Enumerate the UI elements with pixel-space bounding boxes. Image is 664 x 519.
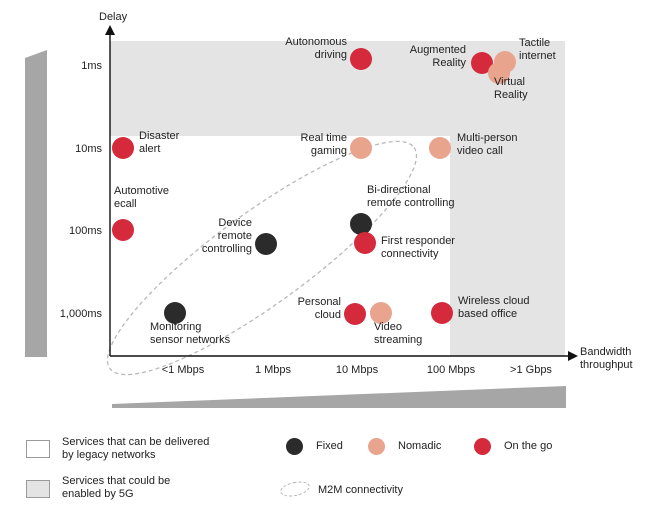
data-point [255, 233, 277, 255]
data-point [350, 48, 372, 70]
data-point [429, 137, 451, 159]
legend-m2m-ellipse [278, 479, 312, 499]
y-tick-label: 100ms [69, 225, 103, 237]
y-axis-label: Delay [99, 11, 128, 23]
x-tick-label: 100 Mbps [427, 364, 476, 376]
x-axis-label-line-2: throughput [580, 359, 633, 371]
legend-onthego-label: On the go [504, 440, 553, 452]
data-point [488, 62, 510, 84]
data-point [164, 302, 186, 324]
y-tick-label: 10ms [75, 143, 102, 155]
legend-legacy-text: Services that can be delivered by legacy… [62, 436, 210, 461]
data-point [112, 137, 134, 159]
x-tick-label: 1 Mbps [255, 364, 292, 376]
x-tick-label: 10 Mbps [336, 364, 379, 376]
x-axis-arrow [568, 351, 578, 361]
legend-fixed-dot [286, 438, 303, 455]
bandwidth-wedge [112, 386, 566, 408]
legend-m2m-label: M2M connectivity [318, 484, 403, 496]
y-tick-label: 1ms [81, 60, 102, 72]
legend-5g-swatch [26, 480, 50, 498]
data-point [354, 232, 376, 254]
x-axis-label: Bandwidth throughput [580, 346, 634, 371]
legend-onthego-dot [474, 438, 491, 455]
delay-wedge [25, 50, 47, 357]
data-point [350, 137, 372, 159]
legend-nomadic-dot [368, 438, 385, 455]
data-point [112, 219, 134, 241]
y-tick-label: 1,000ms [60, 308, 103, 320]
x-tick-label: >1 Gbps [510, 364, 552, 376]
x-axis-label-line-1: Bandwidth [580, 346, 631, 358]
chart-area: Delay Bandwidth throughput 1ms 10ms 100ms 1… [25, 11, 634, 408]
legend-5g-text: Services that could be enabled by 5G [62, 475, 171, 500]
legend-fixed-label: Fixed [316, 440, 343, 452]
data-point [431, 302, 453, 324]
region-5g [110, 41, 565, 356]
data-point [350, 213, 372, 235]
y-axis-arrow [105, 25, 115, 35]
x-tick-label: <1 Mbps [162, 364, 205, 376]
legend-nomadic-label: Nomadic [398, 440, 442, 452]
data-point [370, 302, 392, 324]
data-point [471, 52, 493, 74]
legend-legacy-swatch [26, 440, 50, 458]
data-point [344, 303, 366, 325]
m2m-ellipse [106, 140, 418, 376]
